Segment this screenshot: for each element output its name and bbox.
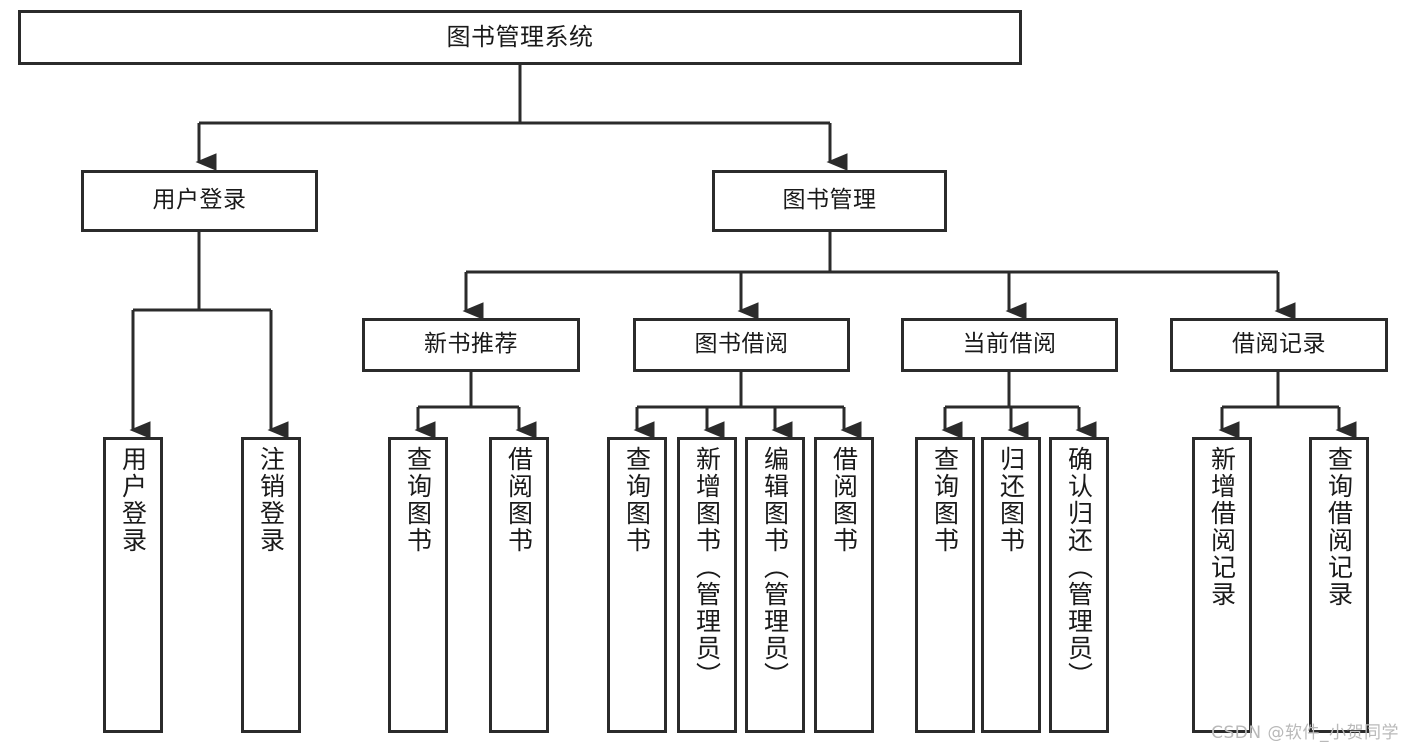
node-label: 查询借阅记录 (1324, 446, 1354, 608)
node-label: 编辑图书（管理员） (760, 446, 790, 689)
node-label: 查询图书 (622, 446, 652, 554)
node-label: 当前借阅 (962, 331, 1057, 358)
edge-group-borrow-record (1218, 372, 1357, 439)
edge-group-root (195, 65, 848, 171)
node-book-management[interactable]: 图书管理 (712, 170, 947, 232)
leaf-user-login-logout[interactable]: 注销登录 (241, 437, 301, 733)
node-borrow-record[interactable]: 借阅记录 (1170, 318, 1388, 372)
node-label: 新增借阅记录 (1207, 446, 1237, 608)
node-book-borrow[interactable]: 图书借阅 (633, 318, 850, 372)
leaf-new-book-borrow[interactable]: 借阅图书 (489, 437, 549, 733)
node-user-login[interactable]: 用户登录 (81, 170, 318, 232)
node-label: 图书借阅 (694, 331, 789, 358)
leaf-book-borrow-borrow[interactable]: 借阅图书 (814, 437, 874, 733)
leaf-book-borrow-add[interactable]: 新增图书（管理员） (677, 437, 737, 733)
csdn-watermark: CSDN @软件_小贺同学 (1211, 723, 1399, 743)
leaf-borrow-record-query[interactable]: 查询借阅记录 (1309, 437, 1369, 733)
leaf-current-borrow-return[interactable]: 归还图书 (981, 437, 1041, 733)
leaf-book-borrow-query[interactable]: 查询图书 (607, 437, 667, 733)
leaf-borrow-record-add[interactable]: 新增借阅记录 (1192, 437, 1252, 733)
node-label: 借阅图书 (504, 446, 534, 554)
node-label: 用户登录 (152, 187, 247, 214)
leaf-book-borrow-edit[interactable]: 编辑图书（管理员） (745, 437, 805, 733)
edge-group-new-book (414, 372, 537, 439)
node-label: 查询图书 (930, 446, 960, 554)
node-label: 图书管理 (782, 187, 877, 214)
node-label: 确认归还（管理员） (1064, 446, 1094, 689)
node-root-system[interactable]: 图书管理系统 (18, 10, 1022, 65)
node-label: 借阅记录 (1232, 331, 1326, 358)
leaf-current-borrow-query[interactable]: 查询图书 (915, 437, 975, 733)
leaf-new-book-query[interactable]: 查询图书 (388, 437, 448, 733)
node-label: 查询图书 (403, 446, 433, 554)
edge-group-user-login (129, 232, 289, 439)
leaf-user-login-login[interactable]: 用户登录 (103, 437, 163, 733)
node-label: 用户登录 (118, 446, 148, 554)
node-label: 图书管理系统 (446, 23, 594, 52)
node-label: 注销登录 (256, 446, 286, 554)
node-new-book-recommend[interactable]: 新书推荐 (362, 318, 580, 372)
node-label: 新书推荐 (424, 331, 518, 358)
node-label: 归还图书 (996, 446, 1026, 554)
node-label: 新增图书（管理员） (692, 446, 722, 689)
node-label: 借阅图书 (829, 446, 859, 554)
edge-group-book-borrow (633, 372, 862, 439)
edge-group-current-borrow (941, 372, 1097, 439)
node-current-borrow[interactable]: 当前借阅 (901, 318, 1118, 372)
edge-group-book-manage (462, 232, 1296, 320)
leaf-current-borrow-confirm-return[interactable]: 确认归还（管理员） (1049, 437, 1109, 733)
